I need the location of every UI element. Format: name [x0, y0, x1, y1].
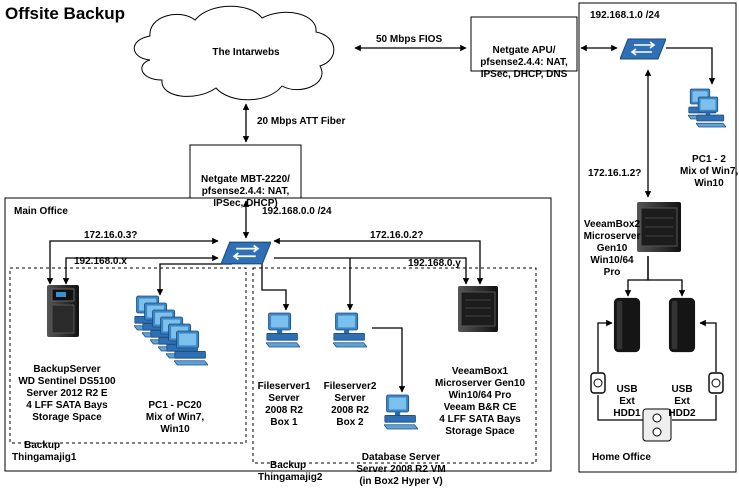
home-office-box — [578, 2, 737, 473]
link-backup-a — [46, 237, 219, 285]
netgate-apu-label: Netgate APU/pfsense2.4.4: NAT,IPSec, DHC… — [480, 45, 568, 80]
wall-outlet-icon — [642, 408, 672, 442]
pc-stack-main-icon — [134, 295, 208, 366]
fileserver1-icon — [266, 312, 300, 348]
fileserver2-icon — [333, 312, 367, 348]
usb-hdd1-icon — [613, 297, 641, 353]
page-title: Offsite Backup — [5, 4, 125, 23]
netgate-mbt-box — [189, 144, 302, 199]
ip-veeam2-label: 172.16.1.2? — [588, 168, 642, 179]
link-veeam-b — [274, 257, 470, 285]
link-switch-pcs — [156, 263, 232, 296]
netgate-apu-box — [470, 16, 578, 72]
veeambox1-icon — [458, 286, 498, 332]
link-att-label: 20 Mbps ATT Fiber — [257, 116, 346, 127]
link-veeam2-hdd2 — [647, 256, 686, 297]
group2-box — [252, 267, 537, 464]
ip-backup-a: 172.16.0.3? — [84, 230, 138, 241]
link-switch-fs1 — [261, 264, 290, 311]
main-switch-icon — [221, 241, 271, 265]
backup-server-icon — [47, 285, 79, 337]
power-hdd2-up — [699, 319, 717, 372]
link-veeam-a — [273, 237, 484, 285]
ip-backup-b: 192.168.0.x — [74, 256, 127, 267]
pc-stack-home-icon — [688, 88, 726, 128]
ip-veeam-b: 192.168.0.y — [408, 258, 461, 269]
link-homeswitch-pc — [666, 47, 716, 85]
power-hdd1 — [597, 395, 643, 421]
power-adapter1-icon — [590, 372, 606, 394]
netgate-mbt-label: Netgate MBT-2220/pfsense2.4.4: NAT,IPSec… — [201, 174, 290, 209]
cloud-label: The Intarwebs — [212, 47, 280, 58]
link-fios-label: 50 Mbps FIOS — [376, 34, 443, 45]
power-adapter2-icon — [708, 372, 724, 394]
usb-hdd2-icon — [668, 297, 696, 353]
home-subnet-label: 192.168.1.0 /24 — [590, 10, 660, 21]
group1-box — [9, 267, 247, 444]
power-hdd1-up — [597, 319, 613, 372]
link-backup-b — [62, 254, 219, 285]
home-office-label: Home Office — [592, 452, 651, 463]
main-subnet-label: 192.168.0.0 /24 — [262, 206, 332, 217]
ip-veeam-a: 172.16.0.2? — [370, 230, 424, 241]
main-office-label: Main Office — [14, 206, 68, 217]
home-switch-icon — [620, 38, 666, 60]
cloud-shape — [133, 5, 335, 101]
db-server-icon — [384, 394, 418, 430]
network-diagram — [4, 2, 737, 473]
power-hdd2 — [672, 395, 717, 421]
veeambox2-icon — [637, 202, 681, 252]
link-fs2-db — [372, 327, 406, 393]
